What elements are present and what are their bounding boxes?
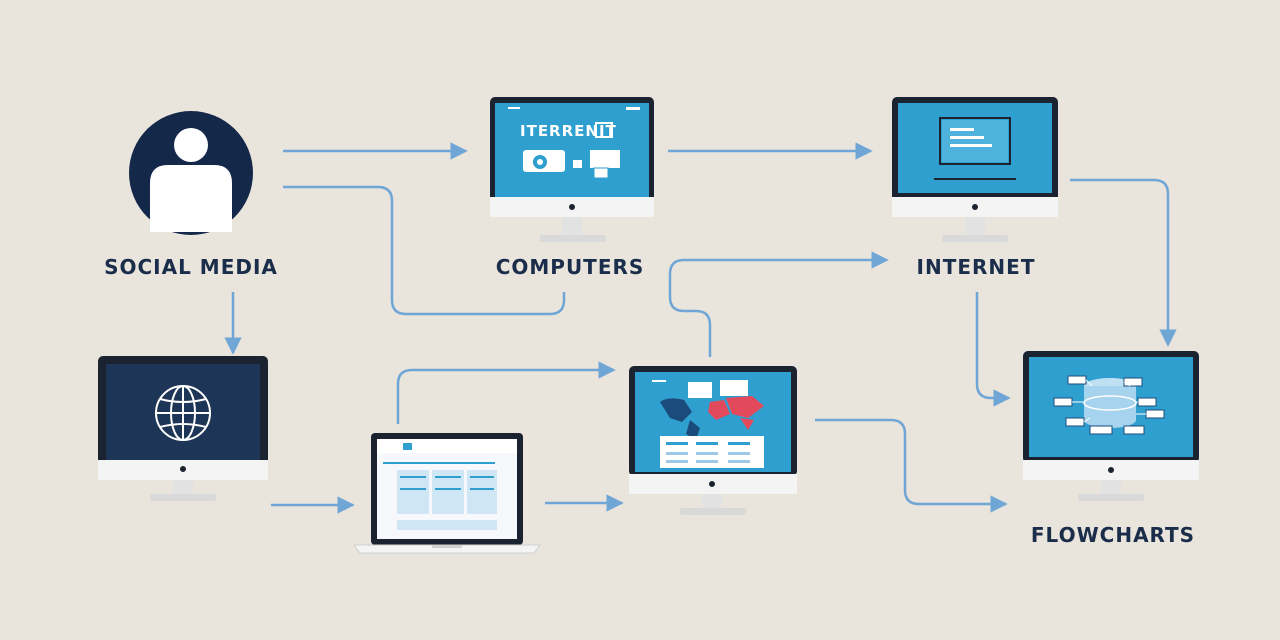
label-social-media: SOCIAL MEDIA	[104, 255, 278, 279]
camera-icon	[523, 150, 565, 172]
monitor-computers: ITERRENIT	[490, 97, 654, 242]
world-map-icon	[660, 396, 764, 440]
monitor-internet	[892, 97, 1058, 242]
monitor-world-map	[629, 366, 797, 515]
monitor-flowcharts	[1023, 351, 1199, 501]
printer-icon	[590, 150, 620, 179]
arrow-map-up-to-internet	[668, 251, 889, 357]
server-database-icon	[1083, 378, 1137, 428]
laptop	[353, 433, 541, 554]
arrow-internet-down-to-flowcharts	[975, 292, 1011, 407]
arrow-internet-to-flowcharts	[1070, 178, 1177, 347]
arrow-map-to-flowcharts	[815, 418, 1008, 513]
person-avatar-icon	[129, 111, 253, 235]
monitor-globe	[98, 356, 268, 501]
label-flowcharts: FLOWCHARTS	[1031, 523, 1195, 547]
connectors	[224, 142, 1177, 514]
globe-icon	[155, 385, 211, 441]
arrow-laptop-up-to-map	[396, 361, 616, 424]
computers-screen-text: ITERRENIT	[520, 122, 617, 140]
label-computers: COMPUTERS	[496, 255, 645, 279]
arrow-social-loop-to-computers	[283, 185, 566, 316]
label-internet: INTERNET	[917, 255, 1036, 279]
